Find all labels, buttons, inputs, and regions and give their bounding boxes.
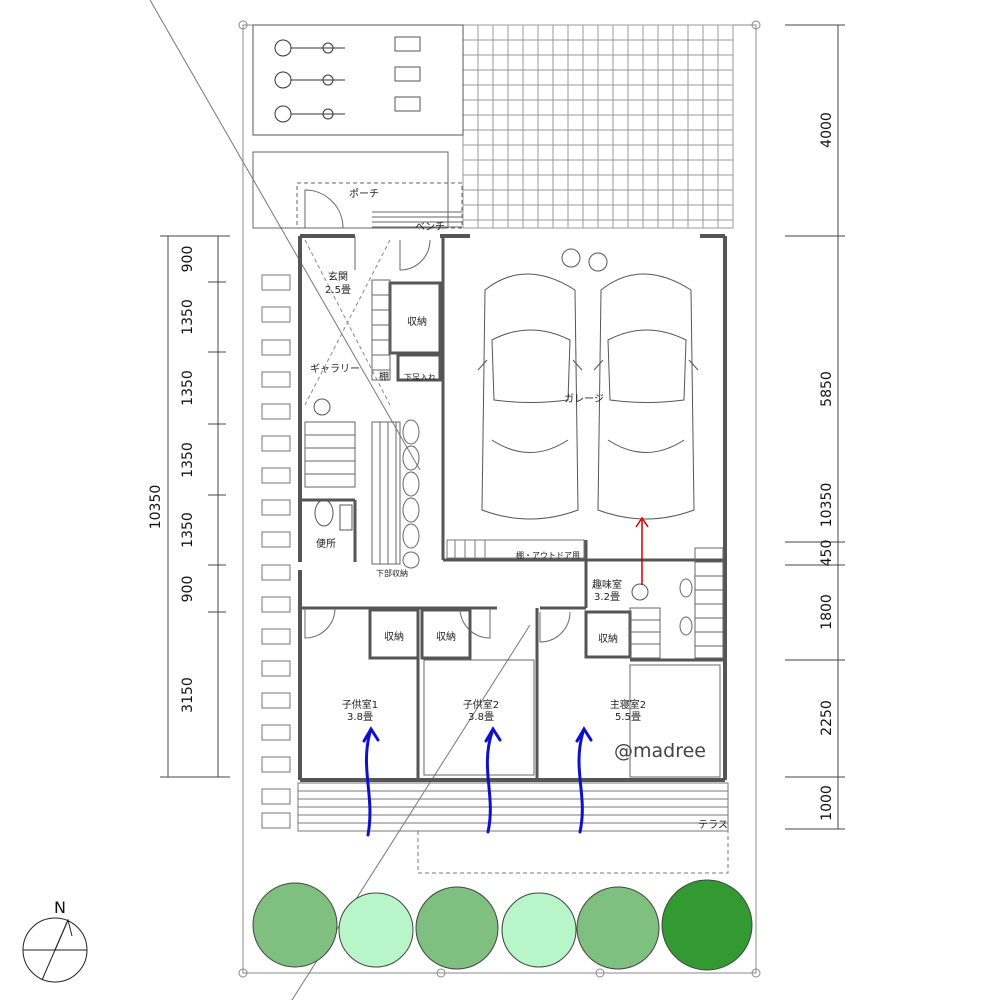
label-terrace: テラス xyxy=(698,819,728,831)
red-arrow xyxy=(635,516,649,585)
dim-left-7: 3150 xyxy=(180,677,196,713)
label-entrance: 玄関 xyxy=(328,270,348,283)
storage-blocks xyxy=(368,281,632,660)
dim-left-4: 1350 xyxy=(180,442,196,478)
tree-4 xyxy=(501,892,577,968)
gallery-shelves xyxy=(402,419,420,569)
side-path-tiles xyxy=(261,274,291,829)
label-storage-2: 収納 xyxy=(384,630,404,643)
hobby-stairs xyxy=(629,547,724,659)
dim-left-5: 1350 xyxy=(180,512,196,548)
dim-left-3: 1350 xyxy=(180,370,196,406)
diagonal-line xyxy=(149,0,421,471)
toilet-fixture xyxy=(314,499,353,531)
dimension-lines xyxy=(160,24,845,830)
label-bench: ベンチ xyxy=(415,221,445,233)
trees xyxy=(252,879,753,971)
label-master-size: 5.5畳 xyxy=(615,711,641,723)
dim-right-1: 4000 xyxy=(819,112,835,148)
dim-left-1: 900 xyxy=(180,246,196,273)
porch-steps xyxy=(372,211,462,228)
tree-5 xyxy=(576,886,660,970)
label-toilet: 便所 xyxy=(316,537,336,550)
label-child1-size: 3.8畳 xyxy=(347,711,373,723)
terrace-deck xyxy=(297,782,729,874)
label-shelf: 棚 xyxy=(379,370,389,383)
dim-right-6: 1000 xyxy=(819,785,835,821)
outdoor-shelf-strip xyxy=(446,539,585,559)
porch-area xyxy=(252,151,463,229)
label-entrance-size: 2.5畳 xyxy=(325,284,351,296)
bicycle-area xyxy=(252,24,464,136)
label-storage-3: 収納 xyxy=(436,630,456,643)
label-shoe-storage: 下足入れ xyxy=(404,373,436,382)
interior-walls xyxy=(300,236,725,780)
tree-3 xyxy=(415,886,499,970)
paving-grid xyxy=(462,24,734,229)
label-hobby: 趣味室 xyxy=(592,578,622,591)
label-lower-storage: 下部収納 xyxy=(376,568,408,578)
car-left xyxy=(477,273,583,520)
dim-left-2: 1350 xyxy=(180,299,196,335)
dim-left-6: 900 xyxy=(180,576,196,603)
tree-2 xyxy=(338,892,414,968)
blue-arrows xyxy=(362,726,593,837)
label-child1: 子供室1 xyxy=(342,698,378,711)
label-gallery: ギャラリー xyxy=(310,363,360,375)
car-right xyxy=(593,273,699,520)
compass-n-label: N xyxy=(54,898,66,917)
label-garage: ガレージ xyxy=(564,393,604,405)
tree-6 xyxy=(661,879,753,971)
label-child2: 子供室2 xyxy=(463,698,499,711)
dim-right-2: 5850 xyxy=(819,371,835,407)
stairs xyxy=(304,279,401,565)
label-child2-size: 3.8畳 xyxy=(468,711,494,723)
tree-1 xyxy=(252,882,338,968)
label-porch: ポーチ xyxy=(349,188,379,200)
label-hobby-size: 3.2畳 xyxy=(594,591,620,603)
dim-left-total: 10350 xyxy=(148,485,164,530)
exterior-walls xyxy=(298,234,727,782)
people-icon xyxy=(313,248,649,601)
doors xyxy=(304,236,721,778)
label-storage-4: 収納 xyxy=(598,632,618,645)
compass-icon xyxy=(22,917,88,983)
label-outdoor-shelf: 棚・アウトドア用 xyxy=(516,550,580,560)
dim-right-5: 2250 xyxy=(819,700,835,736)
bicycle-icon xyxy=(274,39,345,123)
dim-right-4: 1800 xyxy=(819,594,835,630)
label-master: 主寝室2 xyxy=(610,698,646,711)
dim-right-total: 10350 xyxy=(819,483,835,528)
dim-right-3: 450 xyxy=(819,540,835,567)
gallery-void xyxy=(304,239,391,406)
label-storage-1: 収納 xyxy=(407,315,427,328)
watermark: @madree xyxy=(614,740,706,762)
